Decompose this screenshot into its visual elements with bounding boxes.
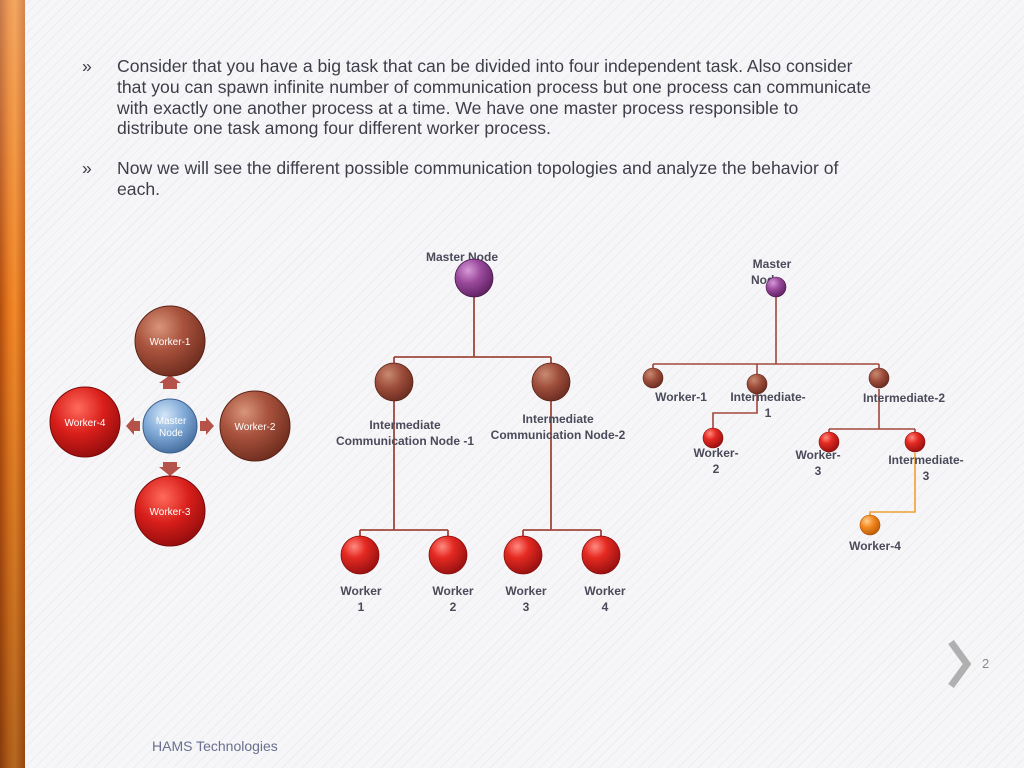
star-label-worker-1: Worker-1 <box>150 337 191 348</box>
chain-node-worker-4 <box>859 514 881 536</box>
chain-node-worker-2 <box>702 427 724 449</box>
tree-node-worker-3 <box>503 535 543 575</box>
chain-node-intermediate-1 <box>746 373 768 395</box>
footer-text: HAMS Technologies <box>152 738 278 754</box>
chain-worker-2-label-line2: 2 <box>713 462 720 476</box>
arrow-down-icon <box>159 462 181 476</box>
bullet-item: » Consider that you have a big task that … <box>82 56 872 139</box>
tree-intermediate-1-label-line1: Intermediate <box>369 418 441 432</box>
star-label-worker-3: Worker-3 <box>150 507 191 518</box>
left-accent-bar <box>0 0 25 768</box>
bullet-text: Consider that you have a big task that c… <box>117 56 871 139</box>
tree-worker-3-label-line1: Worker <box>505 584 546 598</box>
chain-node-master <box>765 276 787 298</box>
chain-node-worker-3 <box>818 431 840 453</box>
chevron-right-icon[interactable] <box>948 639 972 689</box>
tree-worker-1-label-line1: Worker <box>340 584 381 598</box>
chain-intermediate-3-label-line2: 3 <box>923 469 930 483</box>
tree-node-worker-1 <box>340 535 380 575</box>
tree-worker-3-label-line2: 3 <box>523 600 530 614</box>
tree-worker-2-label-line2: 2 <box>450 600 457 614</box>
star-label-worker-4: Worker-4 <box>65 418 106 429</box>
tree-node-worker-4 <box>581 535 621 575</box>
page-number: 2 <box>982 656 990 671</box>
star-label-master-line1: Master <box>156 416 187 427</box>
arrow-up-icon <box>159 375 181 389</box>
chain-connectors <box>652 297 916 433</box>
bullet-marker: » <box>82 158 92 179</box>
chain-master-label-line1: Master <box>753 257 792 271</box>
bullet-marker: » <box>82 56 92 76</box>
chain-diagram: Master Node Worker-1 Intermediate- 1 Int… <box>642 257 964 553</box>
bullet-item: » Now we will see the different possible … <box>82 158 872 200</box>
chain-node-intermediate-2 <box>868 367 890 389</box>
star-label-worker-2: Worker-2 <box>235 422 276 433</box>
star-node-worker-1: Worker-1 <box>134 305 206 377</box>
chain-connector-orange <box>869 453 916 516</box>
tree-intermediate-2-label-line2: Communication Node-2 <box>491 428 626 442</box>
arrow-right-icon <box>200 417 214 435</box>
chain-worker-1-label: Worker-1 <box>655 390 707 404</box>
chain-node-intermediate-3 <box>904 431 926 453</box>
tree-worker-4-label-line1: Worker <box>584 584 625 598</box>
chain-worker-3-label-line2: 3 <box>815 464 822 478</box>
tree-node-intermediate-2 <box>531 362 571 402</box>
chain-intermediate-3-label-line1: Intermediate- <box>888 453 963 467</box>
tree-diagram: Master Node Intermediate Communication N… <box>336 250 626 614</box>
tree-node-master <box>454 258 494 298</box>
tree-node-intermediate-1 <box>374 362 414 402</box>
star-diagram: Worker-1 Worker-2 Worker-3 Worker-4 Mast… <box>49 305 291 547</box>
chain-intermediate-1-label-line1: Intermediate- <box>730 390 805 404</box>
chain-node-worker-1 <box>642 367 664 389</box>
chain-worker-3-label-line1: Worker- <box>795 448 840 462</box>
star-node-master: Master Node <box>142 398 198 454</box>
tree-intermediate-2-label-line1: Intermediate <box>522 412 594 426</box>
chain-intermediate-2-label: Intermediate-2 <box>863 391 945 405</box>
star-node-worker-3: Worker-3 <box>134 475 206 547</box>
tree-worker-2-label-line1: Worker <box>432 584 473 598</box>
bullet-list: » Consider that you have a big task that … <box>82 56 872 219</box>
tree-worker-4-label-line2: 4 <box>602 600 609 614</box>
bullet-text: Now we will see the different possible c… <box>117 158 839 199</box>
star-label-master-line2: Node <box>159 428 183 439</box>
chain-intermediate-1-label-line2: 1 <box>765 406 772 420</box>
star-node-worker-4: Worker-4 <box>49 386 121 458</box>
tree-intermediate-1-label-line2: Communication Node -1 <box>336 434 474 448</box>
tree-worker-1-label-line2: 1 <box>358 600 365 614</box>
chain-worker-4-label: Worker-4 <box>849 539 901 553</box>
arrow-left-icon <box>126 417 140 435</box>
tree-connectors <box>359 297 602 537</box>
star-node-worker-2: Worker-2 <box>219 390 291 462</box>
tree-master-label: Master Node <box>426 250 498 264</box>
tree-node-worker-2 <box>428 535 468 575</box>
chain-worker-2-label-line1: Worker- <box>693 446 738 460</box>
